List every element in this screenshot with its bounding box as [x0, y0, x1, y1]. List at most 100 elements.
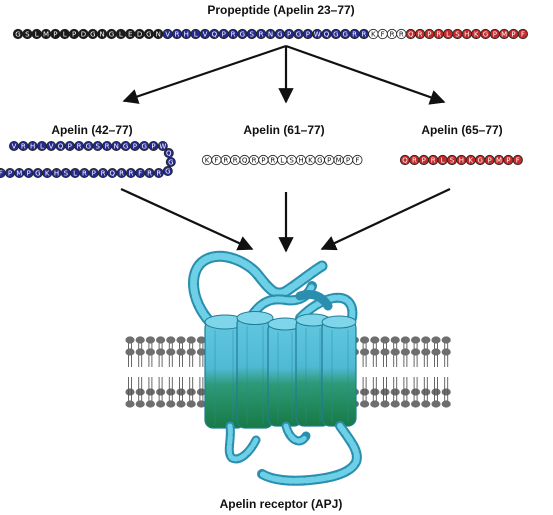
apelin-42-77-residue-V: V [8, 140, 19, 151]
propeptide-residue-K: K [471, 28, 482, 40]
lipid [135, 377, 145, 396]
lipid [400, 348, 410, 367]
lipid [176, 377, 186, 396]
propeptide-residue-S: S [22, 28, 33, 40]
svg-text:R: R [259, 30, 264, 38]
lipid [135, 389, 145, 408]
svg-text:G: G [296, 30, 301, 38]
apelin-65-77-residue-F: F [512, 154, 523, 166]
propeptide-residue-Q: Q [209, 28, 220, 40]
svg-text:P: P [92, 169, 96, 177]
lipid [411, 389, 421, 408]
apelin-61-77-residue-F: F [352, 154, 363, 166]
propeptide-residue-R: R [386, 28, 398, 40]
apelin-42-77-residue-R: R [116, 167, 127, 178]
propeptide-residue-L: L [115, 28, 126, 40]
apelin-42-77-residue-F: F [0, 168, 6, 178]
svg-text:H: H [30, 142, 35, 150]
transmembrane-helices [204, 311, 357, 429]
propeptide-residue-R: R [349, 28, 360, 40]
apelin-61-77-residue-P: P [324, 154, 335, 166]
fragment-label-65-77: Apelin (65–77) [421, 123, 502, 137]
svg-text:H: H [464, 30, 469, 38]
propeptide-residue-G: G [143, 28, 154, 40]
propeptide-residue-D: D [134, 28, 145, 40]
svg-text:F: F [516, 156, 520, 164]
apelin-42-77-residue-G: G [83, 140, 94, 151]
svg-text:G: G [90, 30, 95, 38]
apelin-65-77-residue-P: P [484, 154, 495, 166]
lipid [156, 348, 166, 367]
svg-text:S: S [289, 156, 294, 164]
svg-text:G: G [123, 142, 128, 150]
svg-text:F: F [214, 156, 218, 164]
lipid [186, 348, 196, 367]
svg-text:P: P [26, 169, 30, 177]
lipid [145, 389, 155, 408]
propeptide-residue-L: L [190, 28, 201, 40]
propeptide-residue-M: M [40, 28, 52, 40]
lipid [186, 377, 196, 396]
intracellular-loops [224, 421, 362, 486]
lipid [400, 377, 410, 396]
svg-text:N: N [100, 30, 105, 38]
propeptide-residue-R: R [414, 28, 426, 40]
propeptide-residue-P: P [424, 28, 435, 40]
lipid [390, 348, 400, 367]
apelin-65-77-residue-Q: Q [399, 154, 411, 166]
svg-text:R: R [128, 169, 133, 177]
svg-text:P: P [511, 30, 515, 38]
apelin-42-77-residue-K: K [42, 167, 53, 178]
propeptide-residue-G: G [340, 28, 351, 40]
lipid [360, 377, 370, 396]
lipid [370, 348, 380, 367]
svg-text:Q: Q [58, 142, 64, 150]
apelin-65-77-residue-L: L [437, 154, 448, 166]
svg-text:G: G [35, 169, 40, 177]
svg-text:G: G [165, 167, 170, 175]
propeptide-residue-G: G [330, 28, 341, 40]
propeptide-residue-M: M [499, 28, 510, 40]
svg-text:V: V [49, 142, 54, 150]
svg-text:F: F [381, 30, 385, 38]
apelin-61-77-residue-K: K [305, 154, 316, 166]
apelin-42-77-residue-W: W [157, 140, 168, 151]
lipid [166, 389, 176, 408]
apelin-65-77-residue-P: P [418, 154, 429, 166]
svg-text:P: P [493, 30, 497, 38]
svg-text:P: P [72, 30, 76, 38]
propeptide-residue-G: G [293, 28, 304, 40]
apelin-61-77-residue-F: F [211, 154, 222, 166]
apelin-42-77-residue-G: G [165, 156, 176, 167]
lipid [411, 348, 421, 367]
apelin-61-77-residue-L: L [277, 154, 288, 166]
svg-text:R: R [270, 156, 275, 164]
svg-text:V: V [165, 30, 170, 38]
binding-arrows [120, 187, 451, 253]
svg-text:L: L [119, 30, 123, 38]
svg-text:E: E [128, 30, 132, 38]
apelin-61-77-residue-R: R [248, 154, 260, 166]
lipid [196, 348, 206, 367]
arrow-from-42-77-to-receptor [120, 187, 254, 251]
svg-text:G: G [146, 30, 151, 38]
apelin-61-77-residue-R: R [267, 154, 278, 166]
lipid [431, 348, 441, 367]
svg-text:R: R [399, 30, 404, 38]
svg-text:P: P [506, 156, 510, 164]
svg-text:D: D [137, 30, 142, 38]
fragment-label-61-77: Apelin (61–77) [243, 123, 324, 137]
lipid [125, 377, 135, 396]
svg-text:L: L [280, 156, 284, 164]
svg-text:P: P [8, 169, 12, 177]
apelin-42-77-residue-S: S [92, 140, 103, 151]
apj-receptor [188, 250, 362, 486]
svg-text:R: R [147, 169, 152, 177]
svg-text:F: F [355, 156, 359, 164]
apelin-42-77-residue-H: H [27, 140, 38, 151]
apelin-61-77-residue-Q: Q [239, 154, 250, 166]
svg-text:R: R [223, 156, 228, 164]
propeptide-residue-S: S [452, 28, 463, 40]
